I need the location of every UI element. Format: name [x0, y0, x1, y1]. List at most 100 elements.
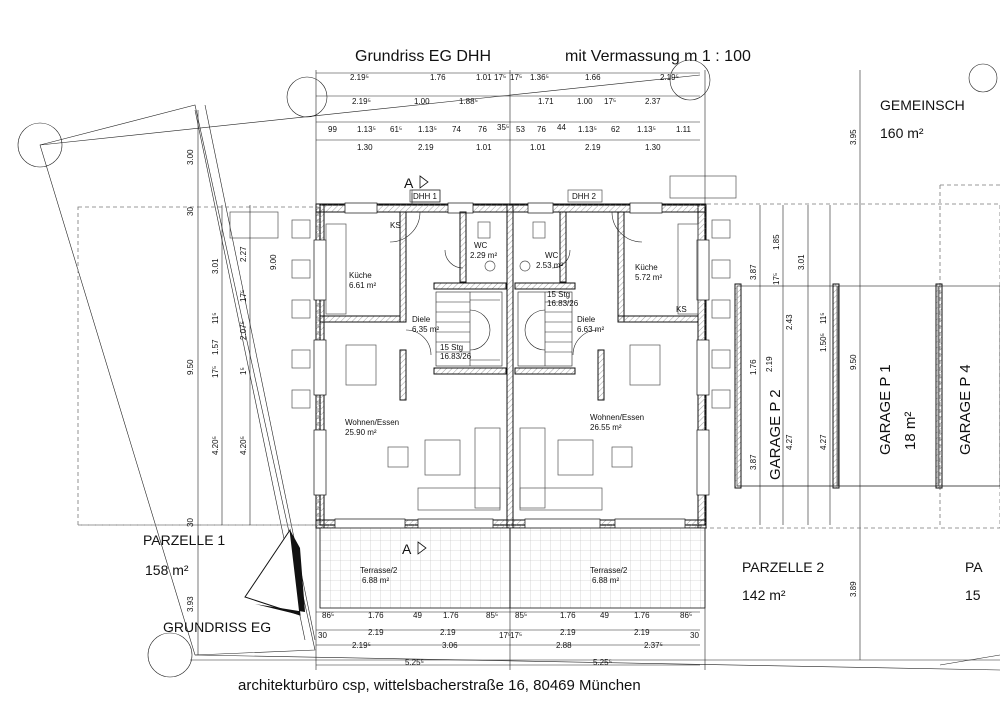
dims-top: 2.19⁵ 1.76 1.01 17⁵ 17⁵ 1.36⁵ 1.66 2.19⁵… — [328, 73, 692, 152]
dim-top3-2: 61⁵ — [390, 125, 402, 134]
room-kueche2-area: 5.72 m² — [635, 273, 662, 282]
stair-dhh2 — [517, 291, 573, 367]
dim-left-outer-0: 3.00 — [186, 149, 195, 165]
parcel1-name: PARZELLE 1 — [143, 532, 225, 548]
dim-top2-4: 1.00 — [577, 97, 593, 106]
dim-top3-3: 1.13⁵ — [418, 125, 437, 134]
common-name: GEMEINSCH — [880, 97, 965, 113]
dim-left-inner2-0: 2.27 — [239, 246, 248, 262]
dim-top3-10: 1.13⁵ — [578, 125, 597, 134]
ks1-label: KS — [390, 221, 401, 230]
room-kueche1-name: Küche — [349, 271, 372, 280]
dim-top2-3: 1.71 — [538, 97, 554, 106]
section-markers: A A — [402, 175, 429, 557]
dim-top4-4: 2.19 — [585, 143, 601, 152]
dim-bot2-7: 30 — [690, 631, 699, 640]
dim-left-inner-0: 3.01 — [211, 258, 220, 274]
dim-top4-5: 1.30 — [645, 143, 661, 152]
parcel3-name: PA — [965, 559, 983, 575]
stair2-dims: 16.83/26 — [547, 299, 579, 308]
dim-bot1-8: 1.76 — [634, 611, 650, 620]
dim-top2-0: 2.19⁵ — [352, 97, 371, 106]
room-wc1-name: WC — [474, 241, 488, 250]
dim-top1-5: 1.36⁵ — [530, 73, 549, 82]
parcel3-area: 15 — [965, 587, 981, 603]
stair1-dims: 16.83/26 — [440, 352, 472, 361]
dim-top3-13: 1.11 — [676, 125, 692, 134]
dim-bot4-0: 5.25⁵ — [405, 658, 424, 667]
dim-right-a-1: 1.76 — [749, 359, 758, 375]
dim-right-d-1: 9.50 — [849, 354, 858, 370]
dim-top3-7: 53 — [516, 125, 525, 134]
section-mark-top: A — [404, 175, 414, 191]
dim-bot2-0: 30 — [318, 631, 327, 640]
grundriss-label: GRUNDRISS EG — [163, 619, 271, 635]
dim-top3-0: 99 — [328, 125, 337, 134]
dim-top4-1: 2.19 — [418, 143, 434, 152]
terrasse1-area: 6.88 m² — [362, 576, 389, 585]
room-wc2-name: WC — [545, 251, 559, 260]
dim-top2-1: 1.00 — [414, 97, 430, 106]
dim-top3-6: 35⁵ — [497, 123, 509, 132]
room-diele1-area: 6.35 m² — [412, 325, 439, 334]
dim-right-b-3: 4.27 — [785, 434, 794, 450]
dim-top1-6: 1.66 — [585, 73, 601, 82]
dim-bot1-3: 1.76 — [443, 611, 459, 620]
house-label-dhh1: DHH 1 — [413, 192, 438, 201]
dim-top1-1: 1.76 — [430, 73, 446, 82]
parcel1-area: 158 m² — [145, 562, 189, 578]
room-diele2-name: Diele — [577, 315, 596, 324]
dim-top1-0: 2.19⁵ — [350, 73, 369, 82]
dim-bot1-4: 85⁵ — [486, 611, 498, 620]
dim-top1-7: 2.19⁵ — [660, 73, 679, 82]
room-wohnen1-area: 25.90 m² — [345, 428, 377, 437]
garage-p1-name: GARAGE P 1 — [877, 364, 894, 455]
dim-right-d-2: 3.89 — [849, 581, 858, 597]
dim-left-inner2-3: 1⁵ — [239, 367, 248, 375]
terrasse1-name: Terrasse/2 — [360, 566, 398, 575]
dim-bot2-1: 2.19 — [368, 628, 384, 637]
stair2-name: 15 Stg — [547, 290, 570, 299]
dim-top2-2: 1.88⁵ — [459, 97, 478, 106]
dims-right: 3.87 1.76 3.87 1.85 17⁵ 2.19 4.27 3.01 2… — [749, 129, 858, 597]
dim-bot1-7: 49 — [600, 611, 609, 620]
dim-left-outer-1: 30 — [186, 207, 195, 216]
dim-left-outer-3: 30 — [186, 518, 195, 527]
dimension-lines — [197, 70, 831, 670]
terrasse2-name: Terrasse/2 — [590, 566, 628, 575]
dim-left-outer-4: 3.93 — [186, 596, 195, 612]
dim-right-c-2: 11⁵ — [819, 312, 828, 324]
dim-bot1-9: 86⁵ — [680, 611, 692, 620]
dim-left-inner2-4: 4.20⁵ — [239, 436, 248, 455]
dim-bot1-2: 49 — [413, 611, 422, 620]
dim-left-inner2-2: 2.07⁵ — [239, 321, 248, 340]
dim-right-b-2: 2.19 — [765, 356, 774, 372]
dim-right-a-2: 3.87 — [749, 454, 758, 470]
dim-top3-8: 76 — [537, 125, 546, 134]
dim-bot2-6: 2.19 — [634, 628, 650, 637]
dim-top3-1: 1.13⁵ — [357, 125, 376, 134]
dim-left-total: 9.00 — [269, 254, 278, 270]
house-walls — [313, 202, 710, 530]
terrace — [319, 527, 706, 609]
room-diele1-name: Diele — [412, 315, 431, 324]
plan-scale: mit Vermassung m 1 : 100 — [565, 48, 751, 65]
dim-top1-2: 1.01 — [476, 73, 492, 82]
stair-dhh1 — [435, 291, 503, 367]
dim-right-c-1: 2.43 — [785, 314, 794, 330]
house-label-dhh2: DHH 2 — [572, 192, 597, 201]
dim-bot2-2: 2.19 — [440, 628, 456, 637]
dim-right-c-0: 3.01 — [797, 254, 806, 270]
room-wohnen2-area: 26.55 m² — [590, 423, 622, 432]
parcel2-area: 142 m² — [742, 587, 786, 603]
dim-top1-4: 17⁵ — [510, 73, 522, 82]
dim-bot3-3: 2.37⁵ — [644, 641, 663, 650]
north-arrow-icon — [244, 528, 305, 616]
garage-p2-name: GARAGE P 2 — [767, 389, 784, 480]
dim-top2-5: 17⁵ — [604, 97, 616, 106]
dim-right-b-0: 1.85 — [772, 234, 781, 250]
dim-left-inner-3: 17⁵ — [211, 366, 220, 378]
dim-top3-12: 1.13⁵ — [637, 125, 656, 134]
dim-left-inner2-1: 17⁵ — [239, 290, 248, 302]
plan-title: Grundriss EG DHH — [355, 48, 491, 65]
